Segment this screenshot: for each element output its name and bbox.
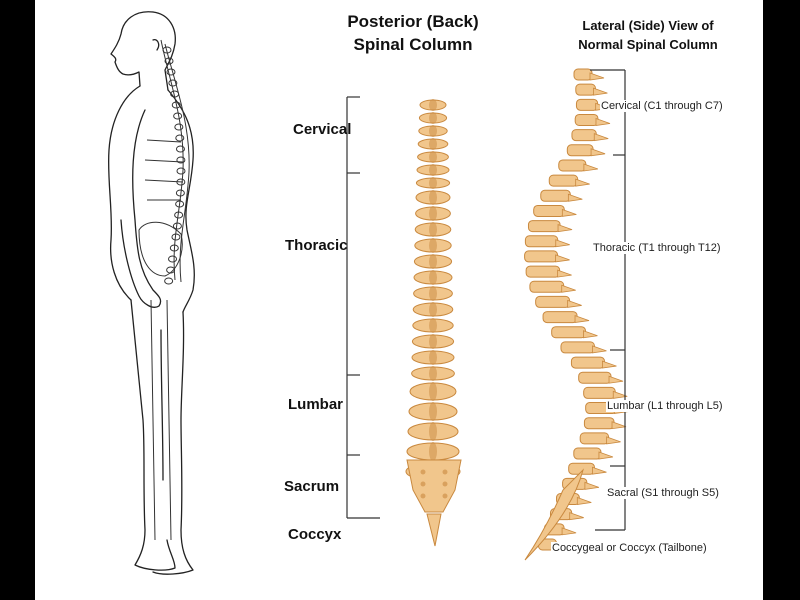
- label-sacrum: Sacrum: [284, 478, 340, 495]
- lateral-vertebra: [583, 417, 627, 430]
- lateral-vertebra: [540, 189, 583, 202]
- vertebra: [412, 318, 454, 333]
- label-lateral-thoracic: Thoracic (T1 through T12): [592, 242, 722, 254]
- posterior-title: Posterior (Back) Spinal Column: [293, 10, 533, 56]
- lateral-vertebra: [524, 250, 570, 263]
- vertebra: [415, 206, 451, 221]
- vertebra: [413, 270, 453, 285]
- label-lateral-sacral: Sacral (S1 through S5): [606, 487, 720, 499]
- vertebra: [409, 382, 457, 401]
- vertebra: [415, 190, 451, 205]
- label-thoracic: Thoracic: [285, 237, 348, 254]
- lateral-vertebra: [575, 83, 608, 96]
- vertebra: [414, 238, 452, 253]
- lateral-vertebra: [583, 386, 628, 399]
- label-lumbar: Lumbar: [288, 396, 344, 413]
- vertebra: [412, 302, 454, 317]
- lateral-vertebra: [579, 432, 621, 445]
- label-lateral-cervical: Cervical (C1 through C7): [600, 100, 724, 112]
- vertebra: [413, 286, 453, 301]
- lateral-vertebra: [574, 113, 611, 126]
- lateral-vertebra: [558, 159, 599, 172]
- vertebra: [411, 366, 455, 381]
- vertebra: [414, 222, 452, 237]
- lateral-vertebra: [525, 265, 572, 278]
- lateral-vertebra: [560, 341, 607, 354]
- lateral-vertebra: [533, 204, 577, 217]
- posterior-spine-illustration: [405, 99, 462, 547]
- vertebra: [418, 112, 448, 124]
- vertebra: [411, 334, 455, 349]
- label-lateral-coccygeal: Coccygeal or Coccyx (Tailbone): [551, 542, 708, 554]
- vertebra: [417, 151, 449, 163]
- lateral-vertebra: [566, 144, 606, 157]
- label-coccyx: Coccyx: [288, 526, 342, 543]
- vertebra: [406, 442, 460, 461]
- posterior-title-line2: Spinal Column: [353, 35, 473, 54]
- lateral-vertebra: [578, 371, 624, 384]
- lateral-vertebra: [524, 235, 570, 248]
- posterior-title-line1: Posterior (Back): [347, 12, 479, 31]
- sacrum-bone: [406, 459, 462, 513]
- diagram-canvas: Posterior (Back) Spinal Column Lateral (…: [35, 0, 763, 600]
- lateral-vertebra: [568, 462, 607, 475]
- lateral-vertebra: [548, 174, 590, 187]
- vertebra: [416, 164, 450, 176]
- lateral-vertebra: [573, 68, 605, 81]
- lateral-vertebra: [571, 129, 609, 142]
- lateral-sacrum-coccyx: [524, 468, 584, 561]
- lateral-vertebra: [535, 295, 582, 308]
- lateral-vertebra: [551, 326, 598, 339]
- vertebra: [415, 177, 451, 189]
- vertebra: [411, 350, 455, 365]
- label-lateral-lumbar: Lumbar (L1 through L5): [606, 400, 724, 412]
- vertebra: [419, 99, 447, 111]
- vertebra: [418, 125, 448, 137]
- lateral-vertebra: [542, 311, 590, 324]
- lateral-vertebra: [570, 356, 617, 369]
- human-figure-illustration: [107, 11, 629, 575]
- lateral-title-line2: Normal Spinal Column: [578, 37, 718, 52]
- vertebra: [413, 254, 453, 269]
- lateral-vertebra: [529, 280, 576, 293]
- lateral-title-line1: Lateral (Side) View of: [582, 18, 714, 33]
- lateral-spine-illustration: [524, 68, 629, 561]
- coccyx-bone: [426, 513, 442, 547]
- lateral-vertebra: [527, 220, 573, 233]
- lateral-title: Lateral (Side) View of Normal Spinal Col…: [533, 16, 763, 54]
- vertebra: [408, 402, 458, 421]
- vertebra: [417, 138, 449, 150]
- label-cervical: Cervical: [293, 121, 352, 138]
- lateral-vertebra: [573, 447, 614, 460]
- vertebra: [407, 422, 459, 441]
